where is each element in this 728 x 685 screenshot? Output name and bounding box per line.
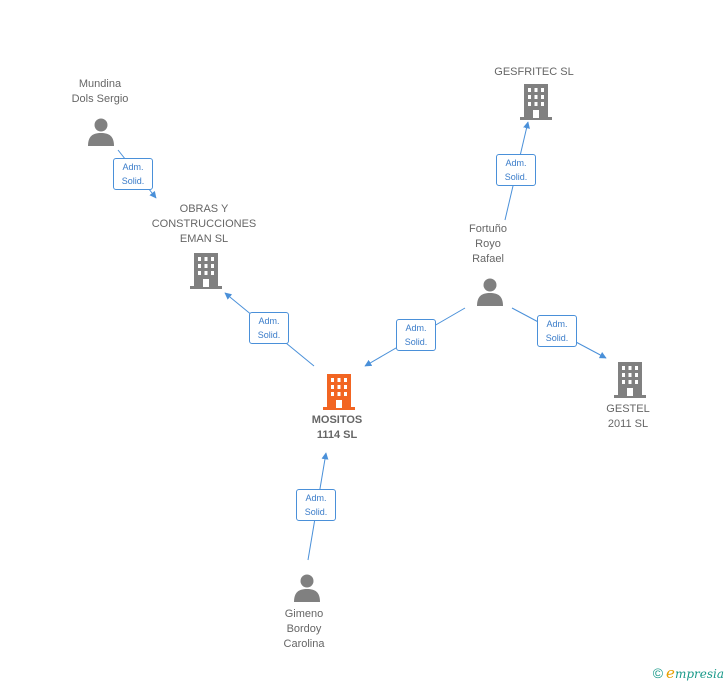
node-label-gestel: GESTEL 2011 SL	[606, 403, 650, 430]
node-label-obras: OBRAS Y CONSTRUCCIONES EMAN SL	[151, 203, 257, 245]
node-label-gimeno: Gimeno Bordoy Carolina	[283, 608, 325, 650]
edge-label-fortuno-mositos: Adm.Solid.	[396, 319, 436, 351]
node-label-fortuno: Fortuño Royo Rafael	[469, 223, 507, 265]
edge-label-fortuno-gestel: Adm.Solid.	[537, 315, 577, 347]
node-label-gesfritec: GESFRITEC SL	[494, 66, 574, 78]
edge-label-mundina-obras: Adm.Solid.	[113, 158, 153, 190]
person-icon[interactable]	[475, 276, 505, 306]
edge-label-mositos-obras: Adm.Solid.	[249, 312, 289, 344]
node-label-mundina: Mundina Dols Sergio	[71, 78, 129, 105]
empresia-logo[interactable]: ©empresia	[652, 664, 724, 682]
building-icon[interactable]	[614, 362, 646, 398]
building-icon[interactable]	[190, 253, 222, 289]
building-icon[interactable]	[520, 84, 552, 120]
person-icon[interactable]	[292, 572, 322, 602]
edge-label-fortuno-gesfritec: Adm.Solid.	[496, 154, 536, 186]
edge-label-gimeno-mositos: Adm.Solid.	[296, 489, 336, 521]
copyright-icon: ©	[652, 665, 664, 681]
node-label-mositos: MOSITOS 1114 SL	[311, 414, 363, 441]
person-icon[interactable]	[86, 116, 116, 146]
building-icon-main[interactable]	[323, 374, 355, 410]
